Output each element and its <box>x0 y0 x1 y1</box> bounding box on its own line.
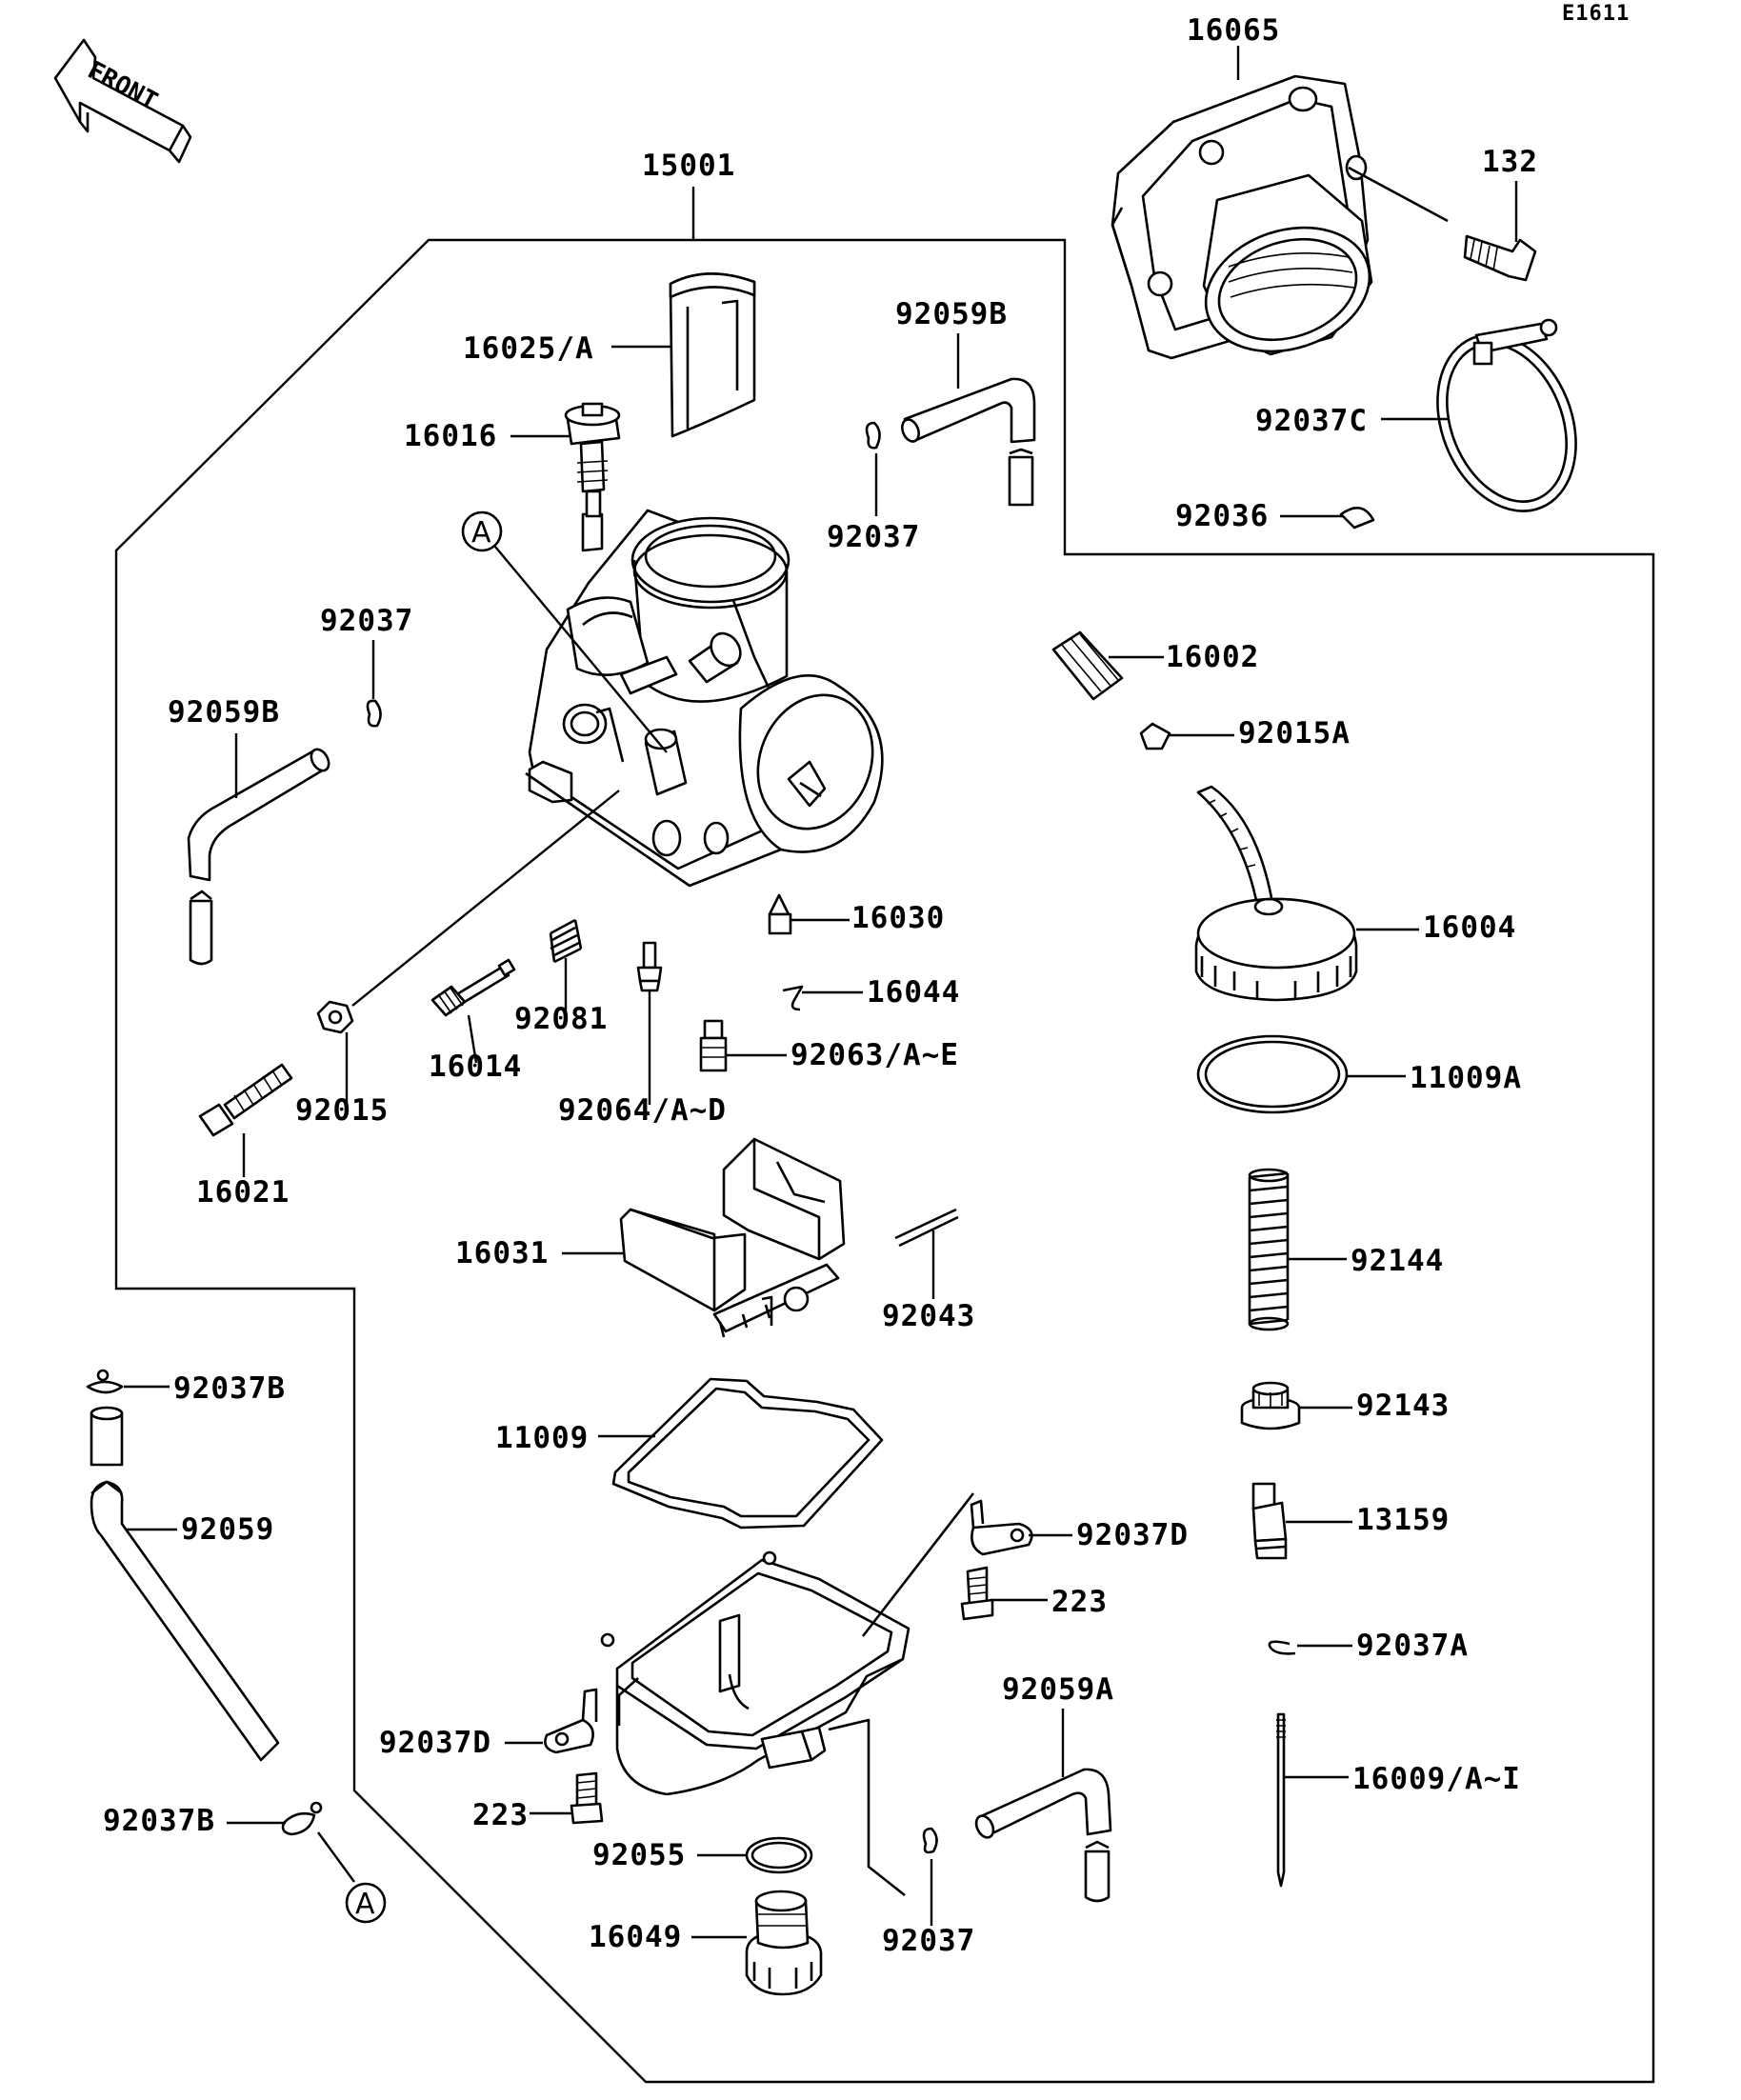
vent-hose-left-part <box>187 748 330 966</box>
clip-92037-top-part <box>865 421 881 450</box>
clamp-92037d-right-part <box>970 1499 1033 1556</box>
label-92081: 92081 <box>514 1002 608 1036</box>
label-11009a: 11009A <box>1410 1061 1522 1095</box>
vent-hose-top-part <box>901 377 1036 507</box>
label-92037b-bottom: 92037B <box>103 1804 215 1838</box>
clip-92037b-bottom-part <box>281 1801 323 1836</box>
pilot-jet-part <box>636 941 663 992</box>
label-92059: 92059 <box>181 1512 274 1547</box>
o-ring-11009a-part <box>1196 1034 1349 1114</box>
label-16004: 16004 <box>1423 910 1516 945</box>
bolt-132-part <box>1463 234 1537 282</box>
label-16049: 16049 <box>589 1920 682 1954</box>
assembly-boundary <box>114 238 1655 2084</box>
spring-92144-part <box>1248 1168 1290 1331</box>
label-92059a: 92059A <box>1002 1672 1114 1707</box>
label-92143: 92143 <box>1356 1389 1450 1423</box>
label-16009: 16009/A~I <box>1352 1762 1521 1796</box>
marker-a-bottom-label: A <box>355 1888 375 1921</box>
carburetor-body-part <box>525 509 884 888</box>
label-223-right: 223 <box>1051 1585 1108 1619</box>
label-16044: 16044 <box>867 975 960 1010</box>
label-92064: 92064/A~D <box>558 1093 727 1128</box>
needle-jet-holder-part <box>1051 630 1124 701</box>
label-92036: 92036 <box>1175 499 1269 533</box>
clip-92036-part <box>1339 507 1375 530</box>
clamp-92037d-left-part <box>544 1688 598 1754</box>
label-92037-top: 92037 <box>827 520 920 554</box>
label-15001: 15001 <box>642 149 735 183</box>
label-92037b-top: 92037B <box>173 1371 286 1406</box>
screw-223-right-part <box>960 1566 994 1621</box>
label-13159: 13159 <box>1356 1503 1450 1537</box>
label-11009: 11009 <box>495 1421 589 1455</box>
label-92059b-top: 92059B <box>895 297 1008 331</box>
label-92037-left: 92037 <box>320 604 413 638</box>
air-screw-part <box>430 958 516 1017</box>
front-arrow-icon: FRONT <box>53 38 192 164</box>
label-92063: 92063/A~E <box>790 1038 959 1072</box>
spring-92081-part <box>549 918 583 964</box>
reference-marker-a-top: A <box>461 510 668 753</box>
label-92037-bottom: 92037 <box>882 1924 975 1958</box>
float-bowl-part <box>600 1492 975 1897</box>
plug-92143-part <box>1240 1381 1301 1430</box>
label-223-left: 223 <box>472 1798 529 1832</box>
marker-a-top-label: A <box>471 516 491 550</box>
label-92015a: 92015A <box>1238 716 1351 750</box>
label-92059b-left: 92059B <box>168 695 280 730</box>
drain-plug-16049-part <box>745 1890 823 1996</box>
float-bowl-gasket-part <box>611 1377 884 1530</box>
diagram-code: E1611 <box>1562 2 1630 26</box>
clip-16044-part <box>782 985 804 1011</box>
label-92043: 92043 <box>882 1299 975 1333</box>
main-jet-part <box>699 1019 728 1072</box>
label-16065: 16065 <box>1187 13 1280 48</box>
label-92037d-right: 92037D <box>1076 1518 1189 1552</box>
nut-92015a-part <box>1139 722 1171 750</box>
label-92037a: 92037A <box>1356 1629 1469 1663</box>
label-16021: 16021 <box>196 1175 290 1210</box>
label-16002: 16002 <box>1166 640 1259 674</box>
throttle-stop-screw-part <box>198 1063 293 1137</box>
label-16025: 16025/A <box>463 331 594 366</box>
idle-adjust-screw-part <box>564 402 621 552</box>
hose-clamp-92037c-part <box>1436 318 1577 512</box>
clip-92037-bottom-part <box>922 1827 938 1854</box>
label-92015: 92015 <box>295 1093 389 1128</box>
screw-223-left-part <box>570 1771 604 1825</box>
label-92055: 92055 <box>592 1838 686 1872</box>
label-16030: 16030 <box>851 901 945 935</box>
top-cap-16004-part <box>1194 785 1358 1002</box>
clip-92037a-part <box>1268 1640 1296 1655</box>
jet-needle-clip-part <box>768 893 792 935</box>
reference-marker-a-bottom: A <box>317 1831 387 1924</box>
vent-hose-92059a-part <box>974 1768 1112 1903</box>
float-pin-part <box>894 1208 959 1248</box>
clip-92037b-top-part <box>86 1369 124 1394</box>
clip-92037-left-part <box>366 699 382 728</box>
intake-manifold-part <box>1111 74 1449 360</box>
label-16031: 16031 <box>455 1236 549 1270</box>
label-92037c: 92037C <box>1255 404 1368 438</box>
throttle-valve-part <box>669 272 756 438</box>
o-ring-92055-part <box>745 1836 813 1874</box>
label-92037d-left: 92037D <box>379 1726 491 1760</box>
needle-valve-13159-part <box>1251 1482 1288 1560</box>
label-92144: 92144 <box>1351 1244 1444 1278</box>
label-132: 132 <box>1482 145 1538 179</box>
jet-needle-part <box>1276 1712 1286 1888</box>
label-16016: 16016 <box>404 419 497 453</box>
fuel-hose-92059-part <box>90 1406 280 1762</box>
nut-92015-part <box>316 790 620 1034</box>
float-part <box>619 1137 846 1338</box>
